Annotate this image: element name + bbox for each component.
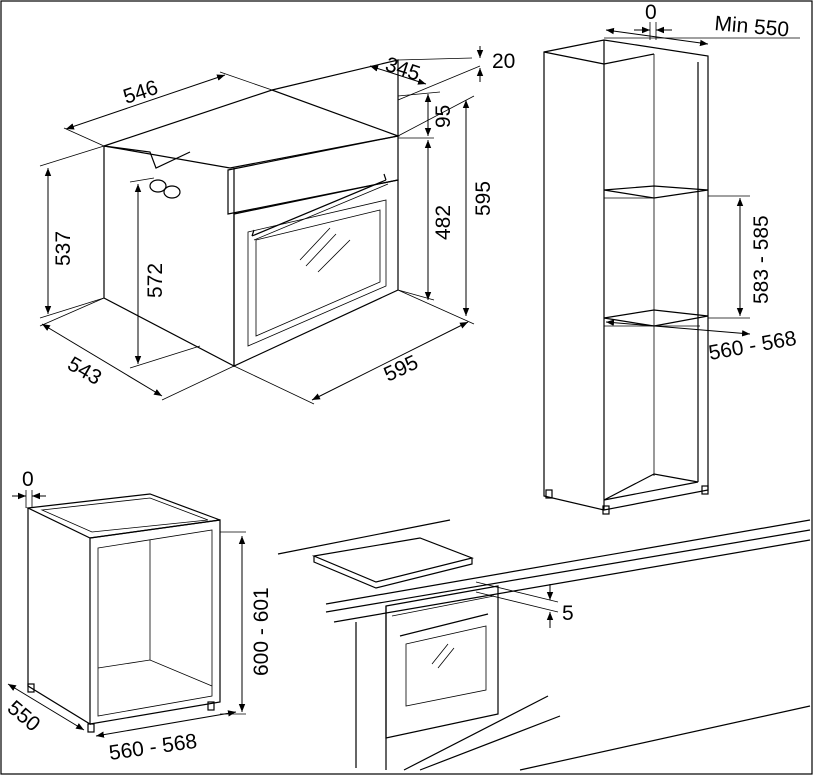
under-counter-gap-label: 5 [562,602,574,625]
oven-panel-offset-label: 20 [492,50,515,73]
oven-front-width-label: 595 [380,351,421,387]
oven-front-height-label: 595 [472,181,495,216]
tall-cabinet-niche-width-label: 560 - 568 [707,327,798,365]
oven-drawing [103,59,401,367]
oven-panel-depth-label: 345 [382,53,422,86]
base-cabinet-dimensions [7,490,246,738]
under-counter-drawing [277,519,811,771]
tall-cabinet-gap-label: 0 [645,1,657,24]
tall-cabinet-niche-height-label: 583 - 585 [750,215,773,304]
base-cabinet-drawing [25,493,221,733]
oven-height-left-label: 537 [52,231,75,266]
under-counter-dimensions [475,581,559,628]
tall-cabinet-drawing [543,39,709,515]
oven-height-inner-label: 572 [144,263,167,298]
tall-cabinet-dimensions [604,22,800,337]
base-cabinet-gap-label: 0 [22,468,34,491]
base-cabinet-width-label: 560 - 568 [107,730,198,765]
oven-width-top-label: 546 [120,76,160,109]
tall-cabinet-min-depth-label: Min 550 [714,12,790,41]
oven-door-height-label: 482 [432,205,455,240]
oven-panel-height-label: 95 [432,105,455,128]
oven-dimensions [39,46,484,405]
base-cabinet-height-label: 600 - 601 [250,587,273,676]
